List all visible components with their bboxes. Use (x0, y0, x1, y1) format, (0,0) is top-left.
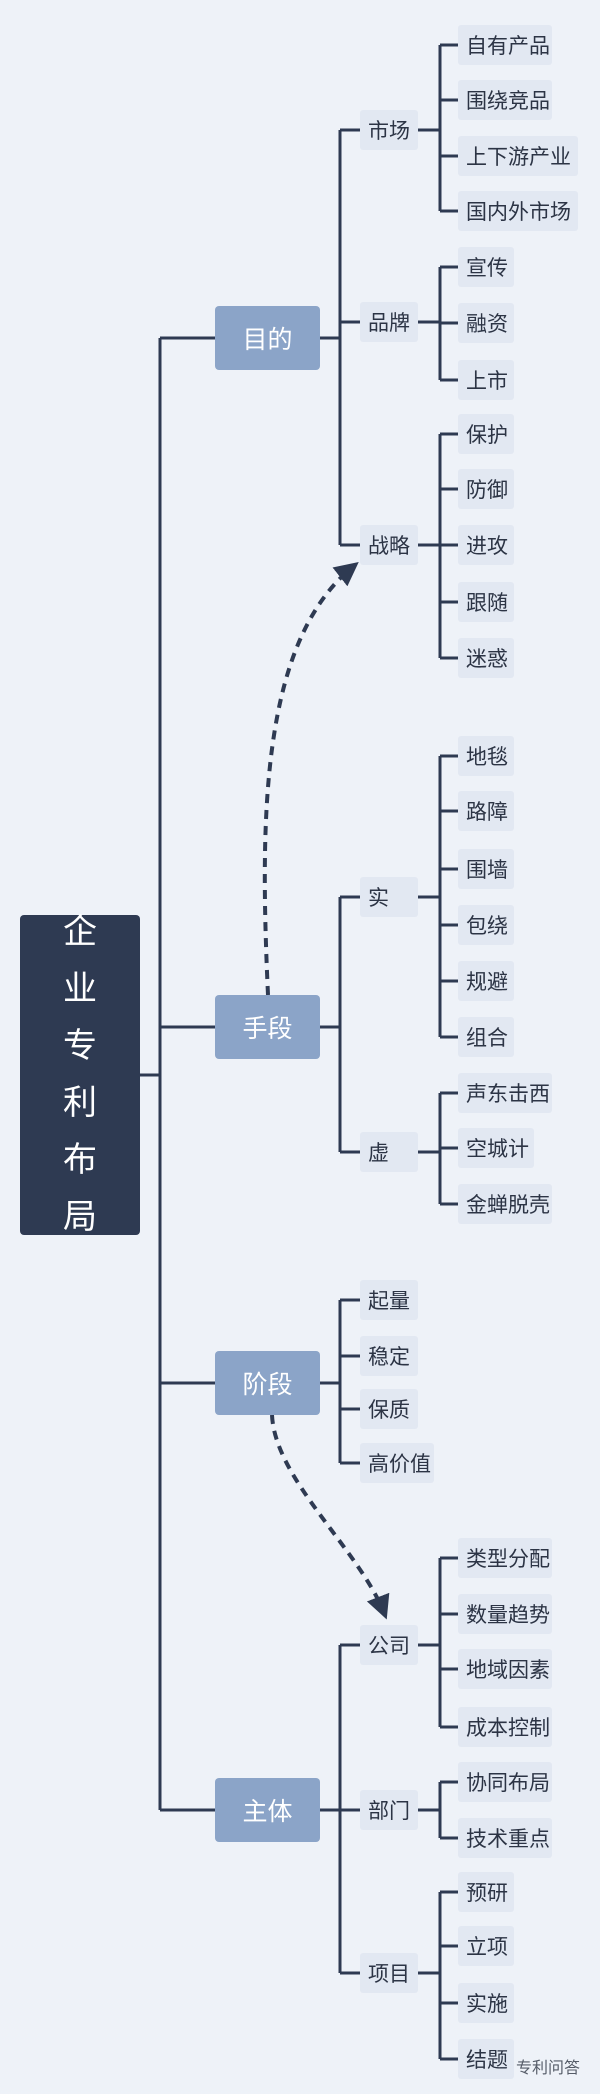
sub-branch-node: 部门 (360, 1790, 418, 1830)
branch-node: 主体 (215, 1778, 320, 1842)
leaf-node: 规避 (458, 961, 514, 1001)
leaf-node: 自有产品 (458, 25, 552, 65)
leaf-node: 预研 (458, 1872, 514, 1912)
leaf-node: 数量趋势 (458, 1594, 552, 1634)
root-char: 局 (63, 1197, 97, 1237)
leaf-node: 声东击西 (458, 1073, 552, 1113)
sub-branch-node: 市场 (360, 110, 418, 150)
sub-branch-node: 战略 (360, 525, 418, 565)
sub-branch-node: 保质 (360, 1389, 418, 1429)
sub-branch-node: 项目 (360, 1953, 418, 1993)
leaf-node: 进攻 (458, 525, 514, 565)
leaf-node: 结题 (458, 2039, 514, 2079)
sub-branch-node: 稳定 (360, 1336, 418, 1376)
root-char: 企 (63, 912, 97, 952)
leaf-node: 协同布局 (458, 1762, 552, 1802)
leaf-node: 成本控制 (458, 1707, 552, 1747)
leaf-node: 空城计 (458, 1128, 534, 1168)
dashed-arrow-stage-to-company (270, 1414, 390, 1620)
leaf-node: 保护 (458, 414, 514, 454)
branch-node: 手段 (215, 995, 320, 1059)
branch-node: 阶段 (215, 1351, 320, 1415)
leaf-node: 路障 (458, 791, 514, 831)
leaf-node: 包绕 (458, 905, 514, 945)
leaf-node: 立项 (458, 1926, 514, 1966)
leaf-node: 防御 (458, 469, 514, 509)
leaf-node: 宣传 (458, 247, 514, 287)
leaf-node: 围墙 (458, 849, 514, 889)
leaf-node: 类型分配 (458, 1538, 552, 1578)
leaf-node: 围绕竞品 (458, 80, 552, 120)
leaf-node: 实施 (458, 1983, 514, 2023)
sub-branch-node: 起量 (360, 1280, 418, 1320)
root-char: 业 (63, 969, 97, 1009)
leaf-node: 融资 (458, 303, 514, 343)
root-char: 布 (63, 1140, 97, 1180)
sub-branch-node: 公司 (360, 1625, 418, 1665)
sub-branch-node: 虚 (360, 1132, 418, 1172)
leaf-node: 金蝉脱壳 (458, 1184, 552, 1224)
leaf-node: 跟随 (458, 582, 514, 622)
sub-branch-node: 高价值 (360, 1443, 434, 1483)
sub-branch-node: 品牌 (360, 302, 418, 342)
branch-node: 目的 (215, 306, 320, 370)
leaf-node: 上市 (458, 360, 514, 400)
root-node: 企 业 专 利 布 局 (20, 912, 140, 1237)
leaf-node: 迷惑 (458, 638, 514, 678)
leaf-node: 地域因素 (458, 1649, 552, 1689)
root-char: 专 (63, 1026, 97, 1066)
leaf-node: 上下游产业 (458, 136, 578, 176)
watermark-text: 专利问答 (515, 2058, 580, 2077)
sub-branch-node: 实 (360, 877, 418, 917)
dashed-arrow-means-to-strategy (262, 562, 359, 996)
root-char: 利 (63, 1083, 97, 1123)
leaf-node: 地毯 (458, 736, 514, 776)
leaf-node: 国内外市场 (458, 191, 578, 231)
leaf-node: 技术重点 (458, 1818, 552, 1858)
leaf-node: 组合 (458, 1017, 514, 1057)
